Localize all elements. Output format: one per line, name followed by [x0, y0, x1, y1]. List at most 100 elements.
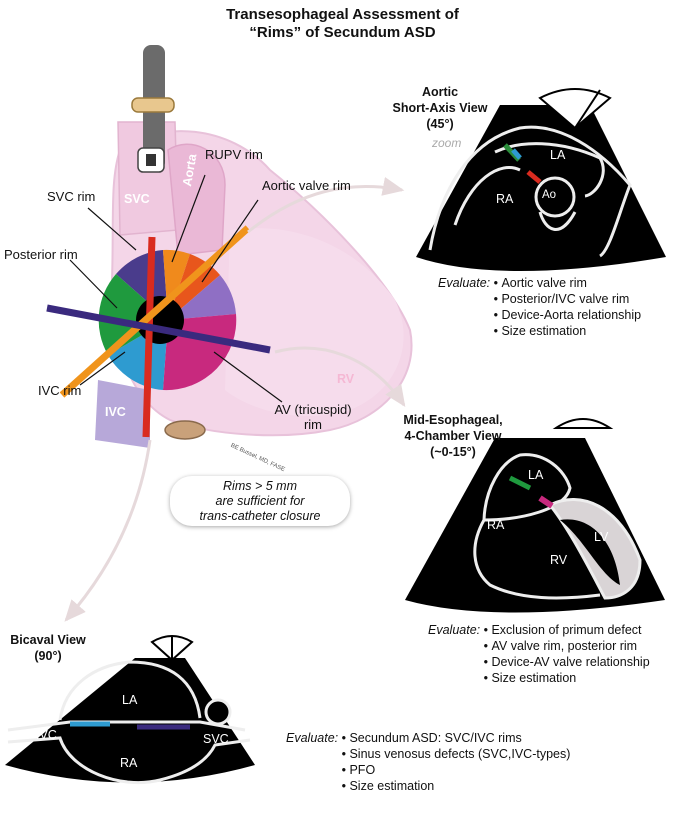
mid-la-label: LA [528, 468, 544, 482]
mid-evaluate-key: Evaluate: [428, 623, 481, 637]
bicaval-rpa-circle [204, 698, 232, 726]
posterior-leader [69, 259, 118, 309]
note-line-3: trans-catheter closure [199, 508, 321, 523]
aortic-evaluate-item: Posterior/IVC valve rim [494, 291, 642, 307]
aortic-valve-rim-label: Aortic valve rim [262, 178, 351, 193]
ivc-rim-label: IVC rim [38, 383, 82, 398]
posterior-rim-label: Posterior rim [4, 247, 78, 262]
aortic-probe-angle [574, 89, 601, 129]
aortic-sector-contour-ra [453, 165, 521, 226]
aorta-vessel [167, 143, 226, 256]
note-line-1: Rims > 5 mm [223, 478, 297, 493]
rupv-rim-label: RUPV rim [205, 147, 263, 162]
title-line-2: “Rims” of Secundum ASD [249, 24, 436, 41]
aortic-ra-label: RA [496, 192, 514, 206]
aortic-probe-icon [538, 88, 612, 130]
aortic-sector-contour-rv [538, 211, 577, 231]
mid-lv-label: LV [594, 530, 609, 544]
mid-evaluate-block: Evaluate: Exclusion of primum defect AV … [428, 622, 678, 686]
av-tricuspid-rim-label: AV (tricuspid) rim [258, 402, 368, 432]
lavender-rim-sector [168, 275, 236, 320]
page-title: Transesophageal Assessment of “Rims” of … [0, 6, 685, 42]
aortic-evaluate-item: Aortic valve rim [494, 275, 642, 291]
bicaval-evaluate-item: Sinus venosus defects (SVC,IVC-types) [342, 746, 570, 762]
aortic-evaluate-item: Size estimation [494, 323, 642, 339]
bicaval-plane-line [142, 236, 156, 438]
rv-label: RV [337, 372, 355, 386]
bicaval-contour-septum [7, 720, 246, 732]
av-leader [213, 351, 283, 403]
mid-evaluate-item: Size estimation [484, 670, 650, 686]
bicaval-view-title-line-1: Bicaval View [10, 633, 86, 647]
av-tricuspid-rim-label-line-2: rim [303, 417, 323, 432]
heart-right-lobe [225, 228, 404, 417]
posterior-rim-sector [98, 274, 168, 355]
aortic-sector-ivc-rim [511, 148, 522, 160]
mid-sector-posterior-rim [508, 475, 532, 491]
note-line-2: are sufficient for [215, 493, 305, 508]
arrow-to-bicaval-view [64, 439, 152, 622]
aortic-ao-label: Ao [542, 189, 557, 201]
tee-probe-transducer [146, 154, 156, 166]
aorta-circle [534, 176, 576, 218]
title-line-1: Transesophageal Assessment of [226, 6, 459, 23]
view-arrows [64, 176, 406, 622]
mid-sector-contour-la [482, 453, 572, 522]
mid-esophageal-sector [405, 418, 665, 613]
ivc-vessel [95, 380, 150, 448]
aortic-evaluate-item: Device-Aorta relationship [494, 307, 641, 323]
aortic-la-label: LA [550, 148, 566, 162]
aortic-evaluate-list: Aortic valve rim Posterior/IVC valve rim… [494, 275, 642, 339]
bicaval-evaluate-list: Secundum ASD: SVC/IVC rims Sinus venosus… [342, 730, 571, 794]
svc-rim-label: SVC rim [47, 189, 96, 204]
mid-esophageal-plane-line [46, 304, 271, 354]
bicaval-evaluate-item: PFO [342, 762, 571, 778]
aortic-sector-contour-outer [428, 125, 632, 258]
bicaval-contour-ra [7, 736, 251, 785]
mid-evaluate-item: Device-AV valve relationship [484, 654, 649, 670]
aortic-view-title: Aortic Short-Axis View (45°) [390, 84, 490, 132]
bicaval-evaluate-item: Size estimation [342, 778, 571, 794]
mid-sector-av-rim [538, 495, 554, 509]
aortic-evaluate-block: Evaluate: Aortic valve rim Posterior/IVC… [438, 275, 678, 339]
rim-leader-lines [69, 174, 283, 403]
bicaval-ra-label: RA [120, 756, 138, 770]
tee-probe-collar [131, 97, 175, 113]
bicaval-view-title: Bicaval View (90°) [8, 632, 88, 664]
mid-sector-lv-cavity [560, 519, 620, 585]
av-tricuspid-rim-label-line-1: AV (tricuspid) [274, 402, 352, 417]
ivc-vessel-label: IVC [105, 405, 126, 419]
ivc-leader [79, 351, 126, 386]
coronary-sinus [164, 420, 206, 440]
aortic-view-title-line-1: Aortic [421, 85, 459, 99]
aortic-rim-sector [168, 254, 220, 320]
aortic-view-title-line-2: Short-Axis View [392, 101, 488, 115]
arrow-to-aortic-view [247, 176, 405, 234]
rims-note: Rims > 5 mm are sufficient for trans-cat… [170, 476, 350, 526]
mid-rv-label: RV [550, 553, 568, 567]
aortic-zoom-label: zoom [432, 136, 462, 150]
bicaval-sector [5, 635, 255, 785]
bicaval-view-title-line-2: (90°) [34, 649, 62, 663]
svc-vessel-label: SVC [124, 192, 150, 206]
svc-leader [87, 207, 137, 251]
mid-view-title-line-2: 4-Chamber View [404, 429, 502, 443]
mid-ra-label: RA [487, 518, 505, 532]
aortic-sector-aortic-rim [526, 170, 542, 184]
aortic-sax-sector [416, 88, 666, 271]
mid-view-title: Mid-Esophageal, 4-Chamber View (~0-15°) [398, 412, 508, 460]
mid-view-title-line-3: (~0-15°) [430, 445, 476, 459]
bicaval-contour-la [58, 660, 202, 721]
mid-evaluate-item: Exclusion of primum defect [484, 622, 650, 638]
bicaval-la-label: LA [122, 693, 138, 707]
rupv-leader [171, 174, 206, 263]
aortic-view-title-line-3: (45°) [426, 117, 454, 131]
bicaval-ivc-label: IVC [36, 728, 57, 742]
bicaval-evaluate-block: Evaluate: Secundum ASD: SVC/IVC rims Sin… [286, 730, 676, 794]
arrow-to-mid-view [274, 346, 406, 407]
aortic-sector-contour-la [494, 142, 605, 198]
mid-view-title-line-1: Mid-Esophageal, [403, 413, 503, 427]
mid-sector-contour-ra [473, 519, 601, 600]
bicaval-evaluate-key: Evaluate: [286, 731, 339, 745]
